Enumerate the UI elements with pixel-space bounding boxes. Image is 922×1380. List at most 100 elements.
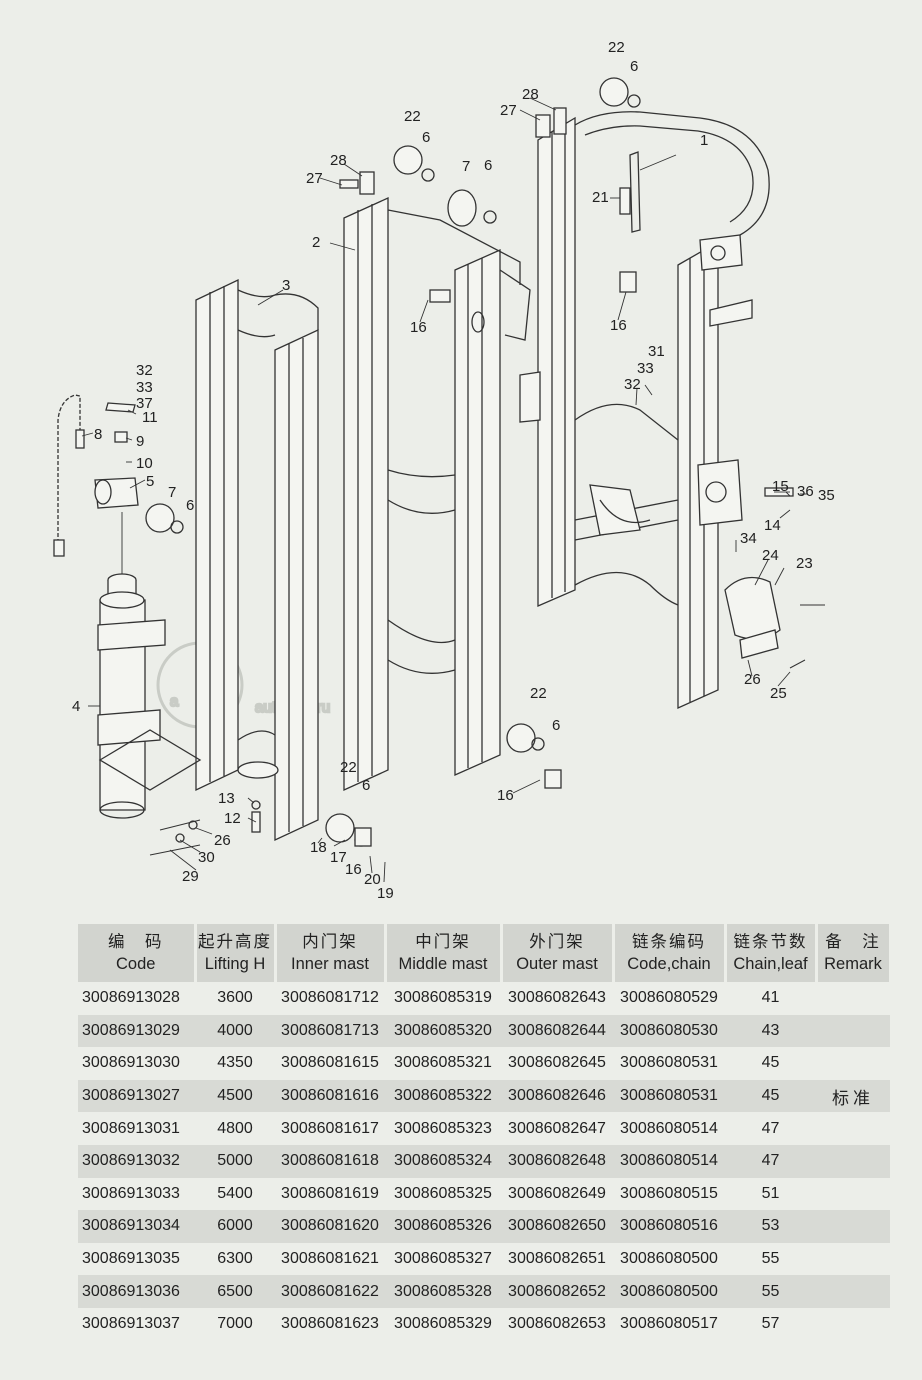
table-cell: 30086082646: [501, 1079, 613, 1113]
callout-15: 15: [772, 478, 789, 495]
table-cell: 4800: [217, 1119, 253, 1137]
callout-6-f: 6: [552, 717, 560, 734]
table-cell: 6000: [195, 1210, 275, 1243]
column-header-en: Outer mast: [516, 955, 598, 973]
table-cell: 3600: [217, 989, 253, 1007]
table-cell: 30086913030: [82, 1054, 180, 1072]
table-cell: 30086082647: [508, 1119, 606, 1137]
column-header-cn: 中门架: [415, 933, 471, 951]
table-cell: 30086081616: [275, 1079, 385, 1113]
table-cell: [816, 1210, 890, 1243]
table-cell: 30086085322: [385, 1079, 501, 1113]
table-cell: 30086080517: [620, 1315, 718, 1333]
table-cell: 30086085324: [385, 1144, 501, 1178]
callout-36: 36: [797, 483, 814, 500]
callout-2: 2: [312, 234, 320, 251]
table-cell: 30086081620: [275, 1210, 385, 1243]
column-header-en: Code: [116, 955, 156, 973]
table-cell: 30086080531: [613, 1079, 725, 1113]
callout-16-d: 16: [345, 861, 362, 878]
callout-5: 5: [146, 473, 154, 490]
column-header-cn: 起升高度: [198, 933, 272, 951]
callout-19: 19: [377, 885, 394, 902]
callout-23: 23: [796, 555, 813, 572]
callout-28-b: 28: [522, 86, 539, 103]
table-cell: 30086080529: [620, 989, 718, 1007]
callout-14: 14: [764, 517, 781, 534]
callout-26-a: 26: [744, 671, 761, 688]
callout-37: 37: [136, 395, 153, 412]
callout-29: 29: [182, 868, 199, 885]
callout-3: 3: [282, 277, 290, 294]
callout-21: 21: [592, 189, 609, 206]
table-cell: 30086080516: [613, 1210, 725, 1243]
table-cell: 55: [761, 1250, 780, 1268]
callout-34: 34: [740, 530, 757, 547]
exploded-mast-diagram: a autopiter.ru: [53, 39, 835, 902]
callout-16-b: 16: [610, 317, 627, 334]
callout-12: 12: [224, 810, 241, 827]
table-cell: 51: [761, 1184, 780, 1202]
callout-25: 25: [770, 685, 787, 702]
table-cell: 45: [725, 1079, 816, 1113]
callout-9: 9: [136, 433, 144, 450]
callout-7-b: 7: [462, 158, 470, 175]
table-cell: 30086080515: [620, 1184, 718, 1202]
table-cell: 30086913035: [82, 1250, 180, 1268]
callout-11: 11: [142, 409, 158, 426]
watermark-at: a: [170, 693, 179, 710]
table-cell: 30086081712: [281, 989, 379, 1007]
table-cell: 30086085325: [394, 1184, 492, 1202]
table-cell: 30086913028: [82, 989, 180, 1007]
callout-22-c: 22: [340, 759, 357, 776]
table-cell: 45: [761, 1054, 780, 1072]
callout-35: 35: [818, 487, 835, 504]
callout-22-d: 22: [530, 685, 547, 702]
table-cell: 30086913033: [82, 1184, 180, 1202]
callout-28-a: 28: [330, 152, 347, 169]
table-cell: 30086913029: [78, 1014, 195, 1048]
column-header-cn: 备 注: [825, 933, 881, 951]
column-header-6: 链条节数 Chain,leaf: [725, 924, 818, 982]
callout-33-a: 33: [136, 379, 153, 396]
table-cell: 30086080500: [620, 1250, 718, 1268]
callout-6-c: 6: [422, 129, 430, 146]
table-cell: [816, 1243, 890, 1276]
table-cell: 30086080514: [613, 1144, 725, 1178]
table-cell: 5400: [217, 1184, 253, 1202]
table-cell: 30086080530: [613, 1014, 725, 1048]
table-cell: 30086080514: [620, 1119, 718, 1137]
callout-10: 10: [136, 455, 153, 472]
table-cell: [816, 1275, 890, 1308]
callout-24: 24: [762, 547, 779, 564]
table-cell: 30086085329: [394, 1315, 492, 1333]
table-cell: 30086082644: [501, 1014, 613, 1048]
callout-30: 30: [198, 849, 215, 866]
chain-and-hardware: [53, 77, 825, 856]
column-header-cn: 链条编码: [632, 933, 706, 951]
column-header-cn: 链条节数: [733, 933, 808, 951]
middle-mast: [343, 196, 531, 792]
column-header-cn: 内门架: [302, 933, 358, 951]
table-cell: 30086081618: [275, 1144, 385, 1178]
outer-mast: [519, 111, 770, 710]
table-cell: 30086082643: [508, 989, 606, 1007]
column-header-en: Chain,leaf: [733, 955, 808, 973]
table-cell: 30086085326: [385, 1210, 501, 1243]
callout-labels: 1 2 3 4 5 6 7 8 9 10 11 12 13 14 15 16 1…: [72, 39, 835, 902]
table-cell: 4350: [217, 1054, 253, 1072]
